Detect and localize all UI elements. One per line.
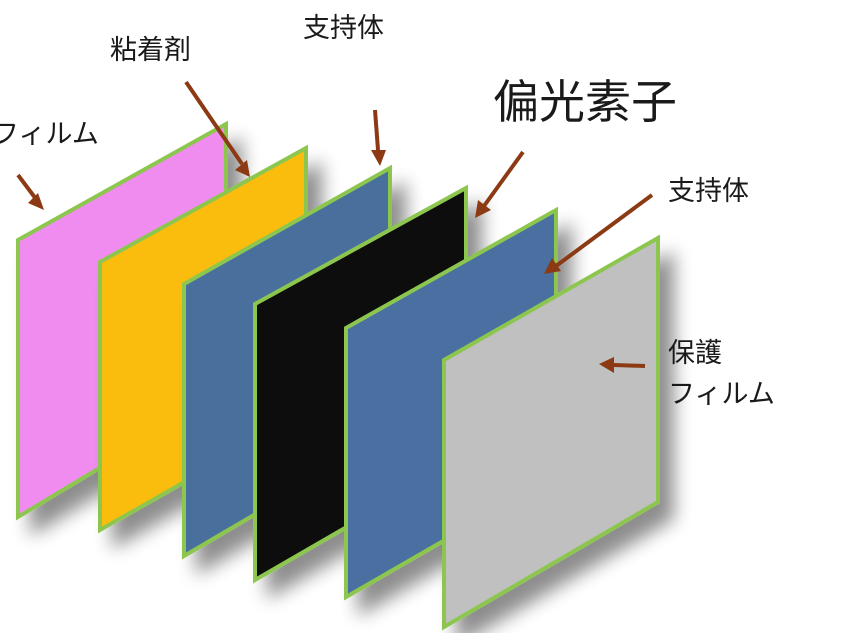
arrow-protect	[599, 357, 646, 373]
arrow-support-right	[544, 193, 654, 274]
label-support-top: 支持体	[303, 13, 384, 44]
arrow-film-left	[16, 173, 44, 210]
arrow-adhesive	[184, 80, 250, 177]
arrow-polarizer	[475, 150, 525, 218]
label-polarizer: 偏光素子	[493, 75, 677, 129]
label-film-left: フィルム	[0, 119, 99, 150]
label-support-right: 支持体	[668, 176, 749, 207]
label-protect-line2: フィルム	[668, 379, 775, 410]
label-adhesive: 粘着剤	[110, 35, 191, 66]
protect-film-layer	[442, 234, 660, 631]
label-protect-line1: 保護	[668, 338, 722, 369]
arrow-support-top	[371, 109, 386, 166]
